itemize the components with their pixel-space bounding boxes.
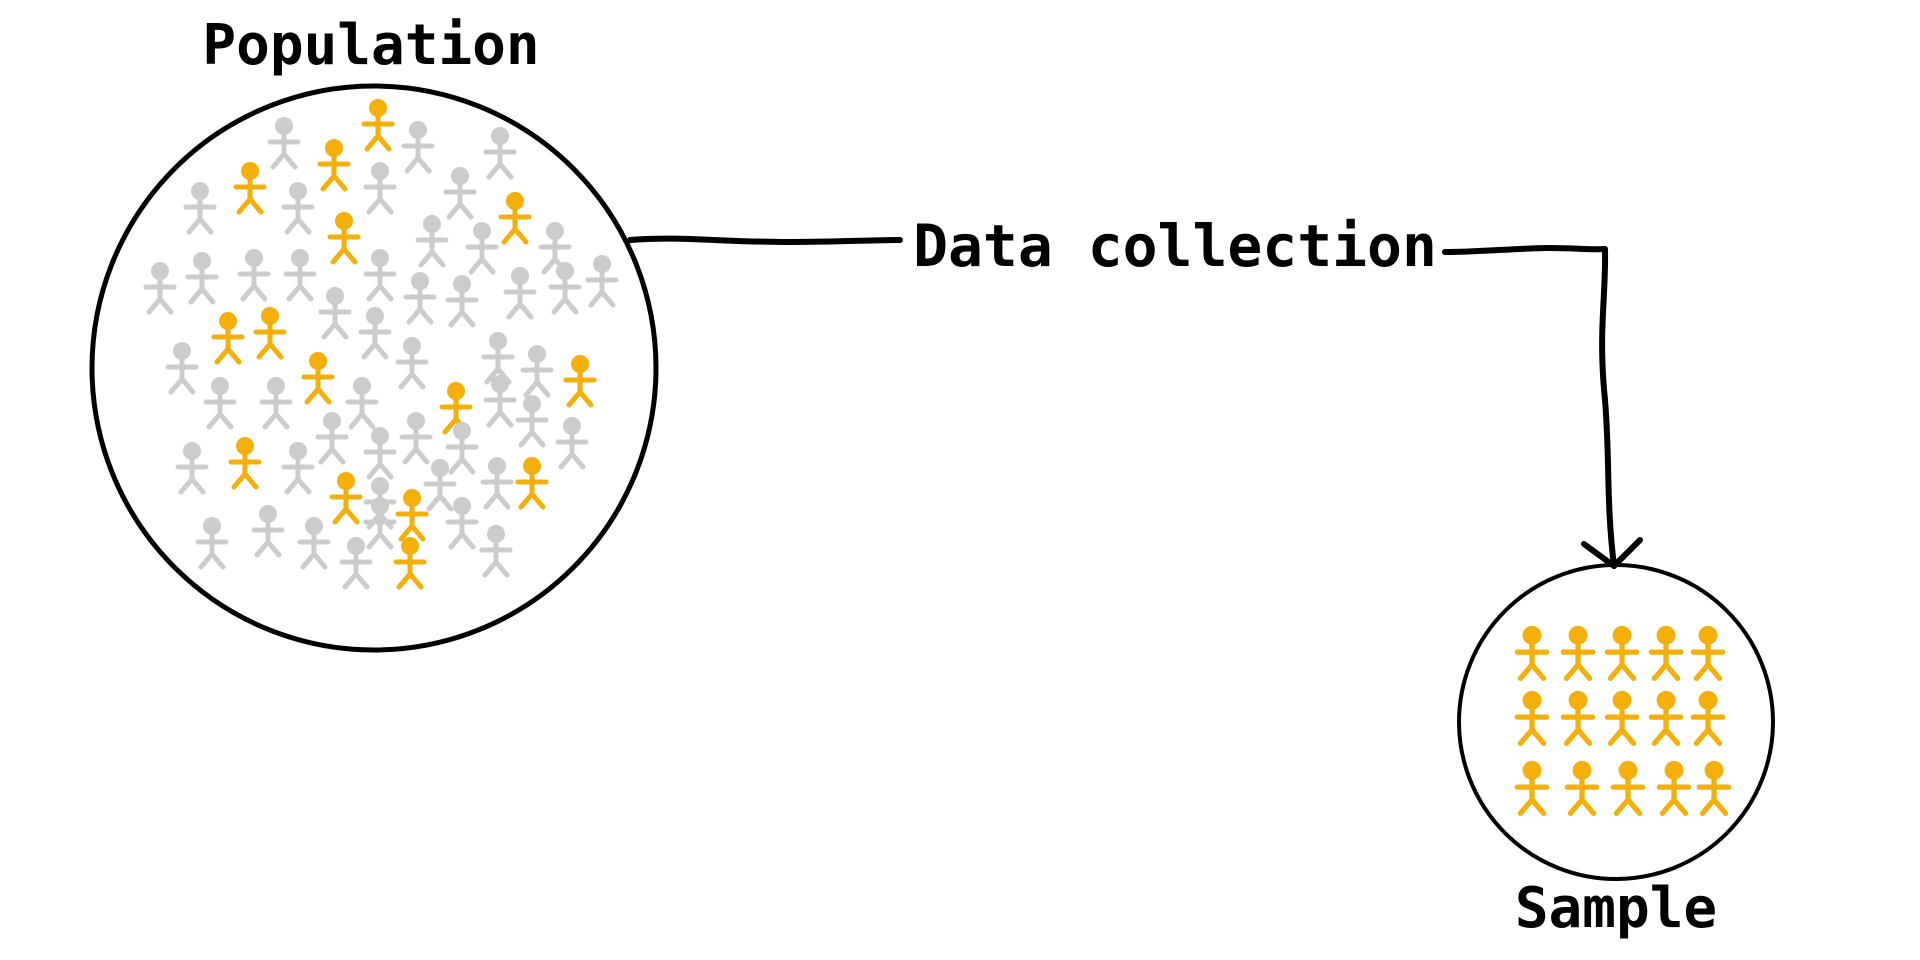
person-icon bbox=[1514, 690, 1550, 746]
person-icon bbox=[361, 99, 395, 152]
person-icon bbox=[143, 262, 177, 315]
person-icon bbox=[267, 117, 301, 170]
data-collection-label: Data collection bbox=[913, 212, 1437, 280]
sample-circle bbox=[1457, 563, 1775, 881]
person-icon bbox=[253, 307, 287, 360]
person-icon bbox=[233, 162, 267, 215]
person-icon bbox=[555, 417, 589, 470]
person-icon bbox=[327, 212, 361, 265]
person-icon bbox=[259, 377, 293, 430]
person-icon bbox=[195, 517, 229, 570]
person-icon bbox=[237, 249, 271, 302]
person-icon bbox=[395, 337, 429, 390]
person-icon bbox=[481, 332, 515, 385]
person-icon bbox=[585, 255, 619, 308]
person-icon bbox=[1696, 760, 1732, 816]
population-label: Population bbox=[202, 13, 539, 78]
person-icon bbox=[415, 215, 449, 268]
person-icon bbox=[1610, 760, 1646, 816]
person-icon bbox=[315, 412, 349, 465]
person-icon bbox=[480, 457, 514, 510]
sample-label: Sample bbox=[1515, 876, 1717, 941]
person-icon bbox=[363, 162, 397, 215]
person-icon bbox=[203, 377, 237, 430]
person-icon bbox=[1560, 625, 1596, 681]
person-icon bbox=[1690, 690, 1726, 746]
person-icon bbox=[165, 342, 199, 395]
person-icon bbox=[423, 459, 457, 512]
person-icon bbox=[483, 375, 517, 428]
person-icon bbox=[297, 517, 331, 570]
person-icon bbox=[301, 352, 335, 405]
person-icon bbox=[211, 312, 245, 365]
person-icon bbox=[1564, 760, 1600, 816]
person-icon bbox=[1690, 625, 1726, 681]
person-icon bbox=[363, 249, 397, 302]
person-icon bbox=[175, 442, 209, 495]
person-icon bbox=[503, 267, 537, 320]
person-icon bbox=[183, 182, 217, 235]
person-icon bbox=[1656, 760, 1692, 816]
person-icon bbox=[479, 525, 513, 578]
person-icon bbox=[515, 395, 549, 448]
person-icon bbox=[520, 345, 554, 398]
person-icon bbox=[443, 167, 477, 220]
person-icon bbox=[445, 275, 479, 328]
person-icon bbox=[228, 437, 262, 490]
person-icon bbox=[1560, 690, 1596, 746]
population-circle bbox=[89, 83, 659, 653]
person-icon bbox=[515, 457, 549, 510]
person-icon bbox=[465, 222, 499, 275]
person-icon bbox=[358, 307, 392, 360]
person-icon bbox=[1648, 625, 1684, 681]
person-icon bbox=[401, 121, 435, 174]
person-icon bbox=[318, 287, 352, 340]
person-icon bbox=[363, 427, 397, 480]
person-icon bbox=[538, 222, 572, 275]
population-people bbox=[143, 99, 619, 590]
person-icon bbox=[1648, 690, 1684, 746]
person-icon bbox=[281, 182, 315, 235]
person-icon bbox=[317, 139, 351, 192]
person-icon bbox=[1604, 690, 1640, 746]
person-icon bbox=[399, 412, 433, 465]
person-icon bbox=[1604, 625, 1640, 681]
connector-line-left bbox=[627, 235, 903, 246]
person-icon bbox=[1514, 760, 1550, 816]
person-icon bbox=[339, 537, 373, 590]
person-icon bbox=[445, 422, 479, 475]
person-icon bbox=[483, 127, 517, 180]
person-icon bbox=[498, 192, 532, 245]
sample-people bbox=[1514, 625, 1732, 816]
person-icon bbox=[281, 442, 315, 495]
person-icon bbox=[445, 497, 479, 550]
person-icon bbox=[403, 272, 437, 325]
person-icon bbox=[251, 505, 285, 558]
person-icon bbox=[548, 262, 582, 315]
person-icon bbox=[363, 497, 397, 550]
person-icon bbox=[395, 489, 429, 542]
person-icon bbox=[439, 382, 473, 435]
person-icon bbox=[563, 355, 597, 408]
person-icon bbox=[329, 472, 363, 525]
person-icon bbox=[283, 249, 317, 302]
person-icon bbox=[185, 252, 219, 305]
person-icon bbox=[393, 537, 427, 590]
person-icon bbox=[345, 377, 379, 430]
connector-line-right bbox=[1442, 245, 1617, 569]
person-icon bbox=[1514, 625, 1550, 681]
